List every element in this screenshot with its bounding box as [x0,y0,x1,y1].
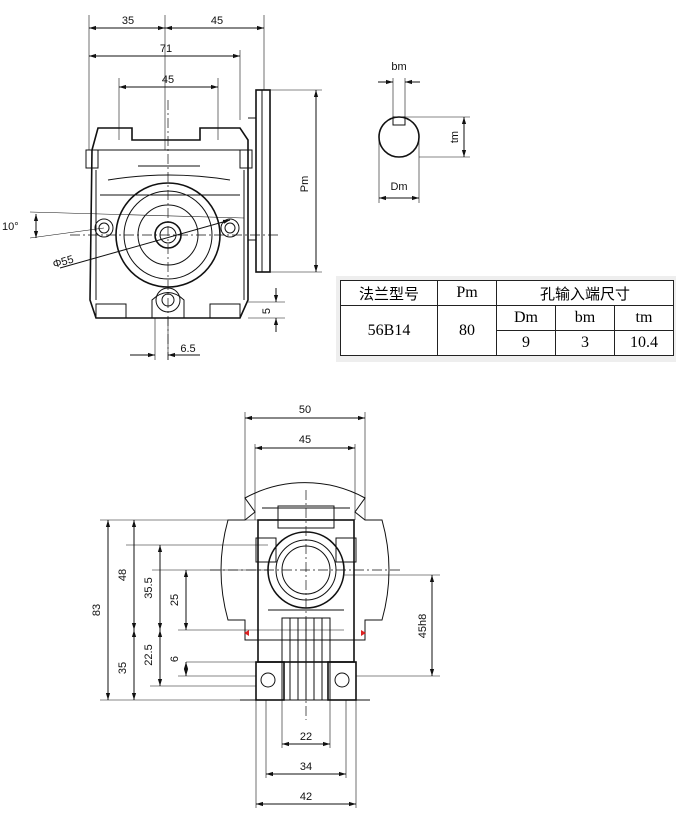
dim-45h8: 45h8 [417,614,429,638]
dim-5: 5 [261,308,273,314]
dim-angle: 10° [2,221,19,233]
dim-22-5: 22.5 [143,644,155,665]
cell-bm: 3 [555,330,615,356]
cell-model: 56B14 [340,305,438,356]
dim-tm: tm [449,131,461,143]
dim-35: 35 [122,15,134,27]
dim-42: 42 [300,791,312,803]
dim-45-top: 45 [211,15,223,27]
dim-22: 22 [300,731,312,743]
dim-50: 50 [299,404,311,416]
dim-35-5: 35.5 [143,577,155,598]
header-bm: bm [555,305,615,331]
keyway-detail: bm tm Dm [378,61,470,203]
header-pm: Pm [437,280,497,306]
flange-spec-table: 法兰型号 Pm 孔输入端尺寸 56B14 80 Dm bm tm 9 3 10.… [340,280,674,356]
header-dm: Dm [496,305,556,331]
dim-45-inner: 45 [162,74,174,86]
dim-6: 6 [169,656,181,662]
header-bore-size: 孔输入端尺寸 [496,280,674,306]
dim-48: 48 [117,569,129,581]
dim-bm: bm [391,61,406,73]
top-view: 35 45 71 45 Pm 10° Φ55 5 6.5 [2,15,322,360]
dim-83: 83 [91,604,103,616]
header-flange-model: 法兰型号 [340,280,438,306]
dim-71: 71 [160,43,172,55]
dim-6-5: 6.5 [180,343,195,355]
side-view: 50 45 83 48 35.5 25 22.5 6 35 45h8 22 34… [91,404,440,808]
cell-dm: 9 [496,330,556,356]
dim-45-bottom: 45 [299,434,311,446]
header-tm: tm [614,305,674,331]
cell-tm: 10.4 [614,330,674,356]
dim-pm: Pm [299,176,311,193]
dim-dm: Dm [390,181,407,193]
dim-25: 25 [169,594,181,606]
dim-35-bottom: 35 [117,662,129,674]
dim-34: 34 [300,761,312,773]
cell-pm: 80 [437,305,497,356]
dim-diameter: Φ55 [52,254,76,271]
